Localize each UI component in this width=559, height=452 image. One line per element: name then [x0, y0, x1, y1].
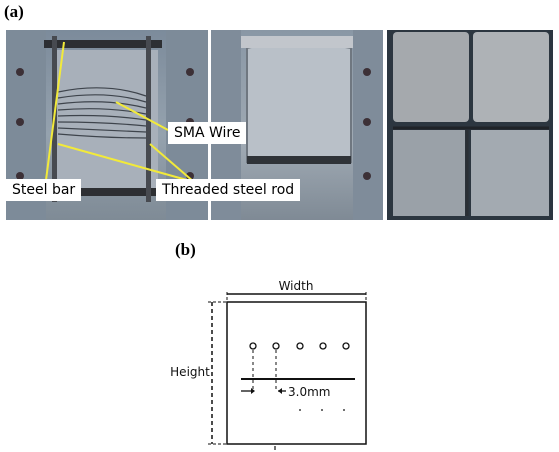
height-label: Height [170, 365, 210, 379]
sma-wires [57, 87, 147, 139]
fracture-photo [387, 30, 553, 220]
fracture-illustration [393, 32, 549, 216]
steel-bar-callout: Steel bar [6, 179, 82, 201]
sma-wire-callout: SMA Wire [168, 122, 247, 144]
hole-row [249, 342, 350, 350]
threaded-rod-callout: Threaded steel rod [156, 179, 301, 201]
callout-leaders [45, 41, 195, 191]
steel-bar-top [44, 40, 162, 48]
hole [272, 342, 280, 350]
panel-b-label: (b) [175, 240, 196, 259]
specimen-illustration [211, 30, 383, 220]
hole [249, 342, 257, 350]
hole [342, 342, 350, 350]
hole [319, 342, 327, 350]
width-label: Width [279, 279, 314, 293]
specimen-outline [226, 301, 367, 445]
steel-bar-bottom [44, 188, 162, 196]
spacing-label: 3.0mm [288, 385, 330, 399]
panel-a-label: (a) [4, 2, 24, 21]
hole [296, 342, 304, 350]
